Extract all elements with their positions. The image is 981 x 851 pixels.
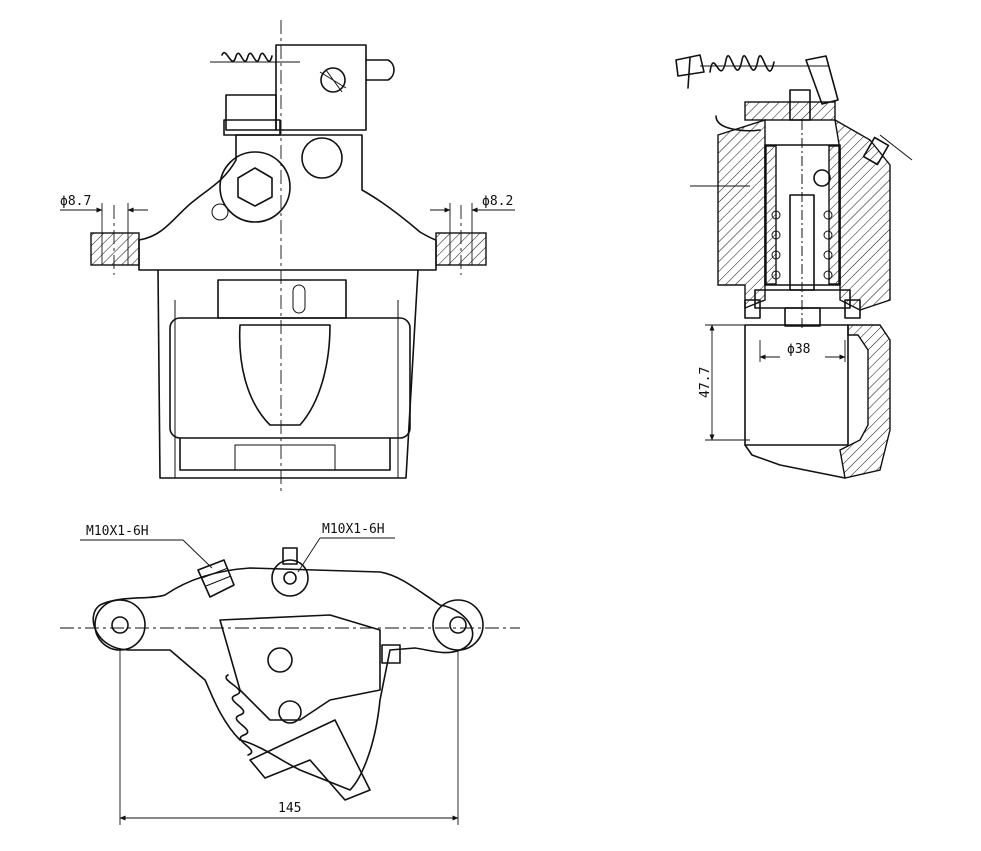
section-spring bbox=[709, 55, 775, 73]
left-lug bbox=[94, 599, 146, 651]
parking-arm bbox=[249, 719, 371, 801]
bridge-rib bbox=[217, 279, 347, 319]
section-body-left bbox=[717, 119, 766, 310]
width-dimension: 145 bbox=[278, 801, 301, 816]
caliper-upper-body bbox=[138, 134, 437, 271]
return-spring bbox=[221, 52, 273, 63]
section-body-right bbox=[834, 118, 891, 311]
hex-plug bbox=[237, 167, 273, 207]
top-view: M10X1-6H M10X1-6H 145 bbox=[60, 522, 520, 825]
height-dimension: 47.7 bbox=[698, 367, 713, 398]
piston-boss bbox=[238, 324, 331, 426]
thread-right-label: M10X1-6H bbox=[322, 522, 385, 537]
section-outer-jaw bbox=[839, 324, 891, 479]
front-view: ϕ8.7 ϕ8.2 bbox=[60, 20, 515, 495]
section-view: 47.7 ϕ38 bbox=[675, 54, 913, 479]
left-mounting-ear bbox=[90, 232, 140, 266]
lever-housing bbox=[275, 44, 367, 131]
thread-left-label: M10X1-6H bbox=[86, 524, 149, 539]
hex-plug-boss bbox=[219, 151, 291, 223]
right-lug bbox=[432, 599, 484, 651]
pad-block bbox=[169, 317, 411, 439]
bore-dimension: ϕ38 bbox=[787, 342, 810, 357]
top-spring bbox=[225, 674, 253, 756]
inlet-boss bbox=[271, 559, 309, 597]
left-hole-dimension: ϕ8.7 bbox=[60, 194, 91, 209]
bleed-nipple bbox=[197, 559, 235, 598]
right-hole-dimension: ϕ8.2 bbox=[482, 194, 513, 209]
coil-turns bbox=[771, 210, 833, 280]
top-body-outline bbox=[92, 567, 474, 791]
lever-arm bbox=[675, 54, 705, 77]
lever-plate bbox=[219, 614, 381, 721]
caliper-housing bbox=[157, 269, 419, 479]
piston bbox=[744, 324, 849, 446]
